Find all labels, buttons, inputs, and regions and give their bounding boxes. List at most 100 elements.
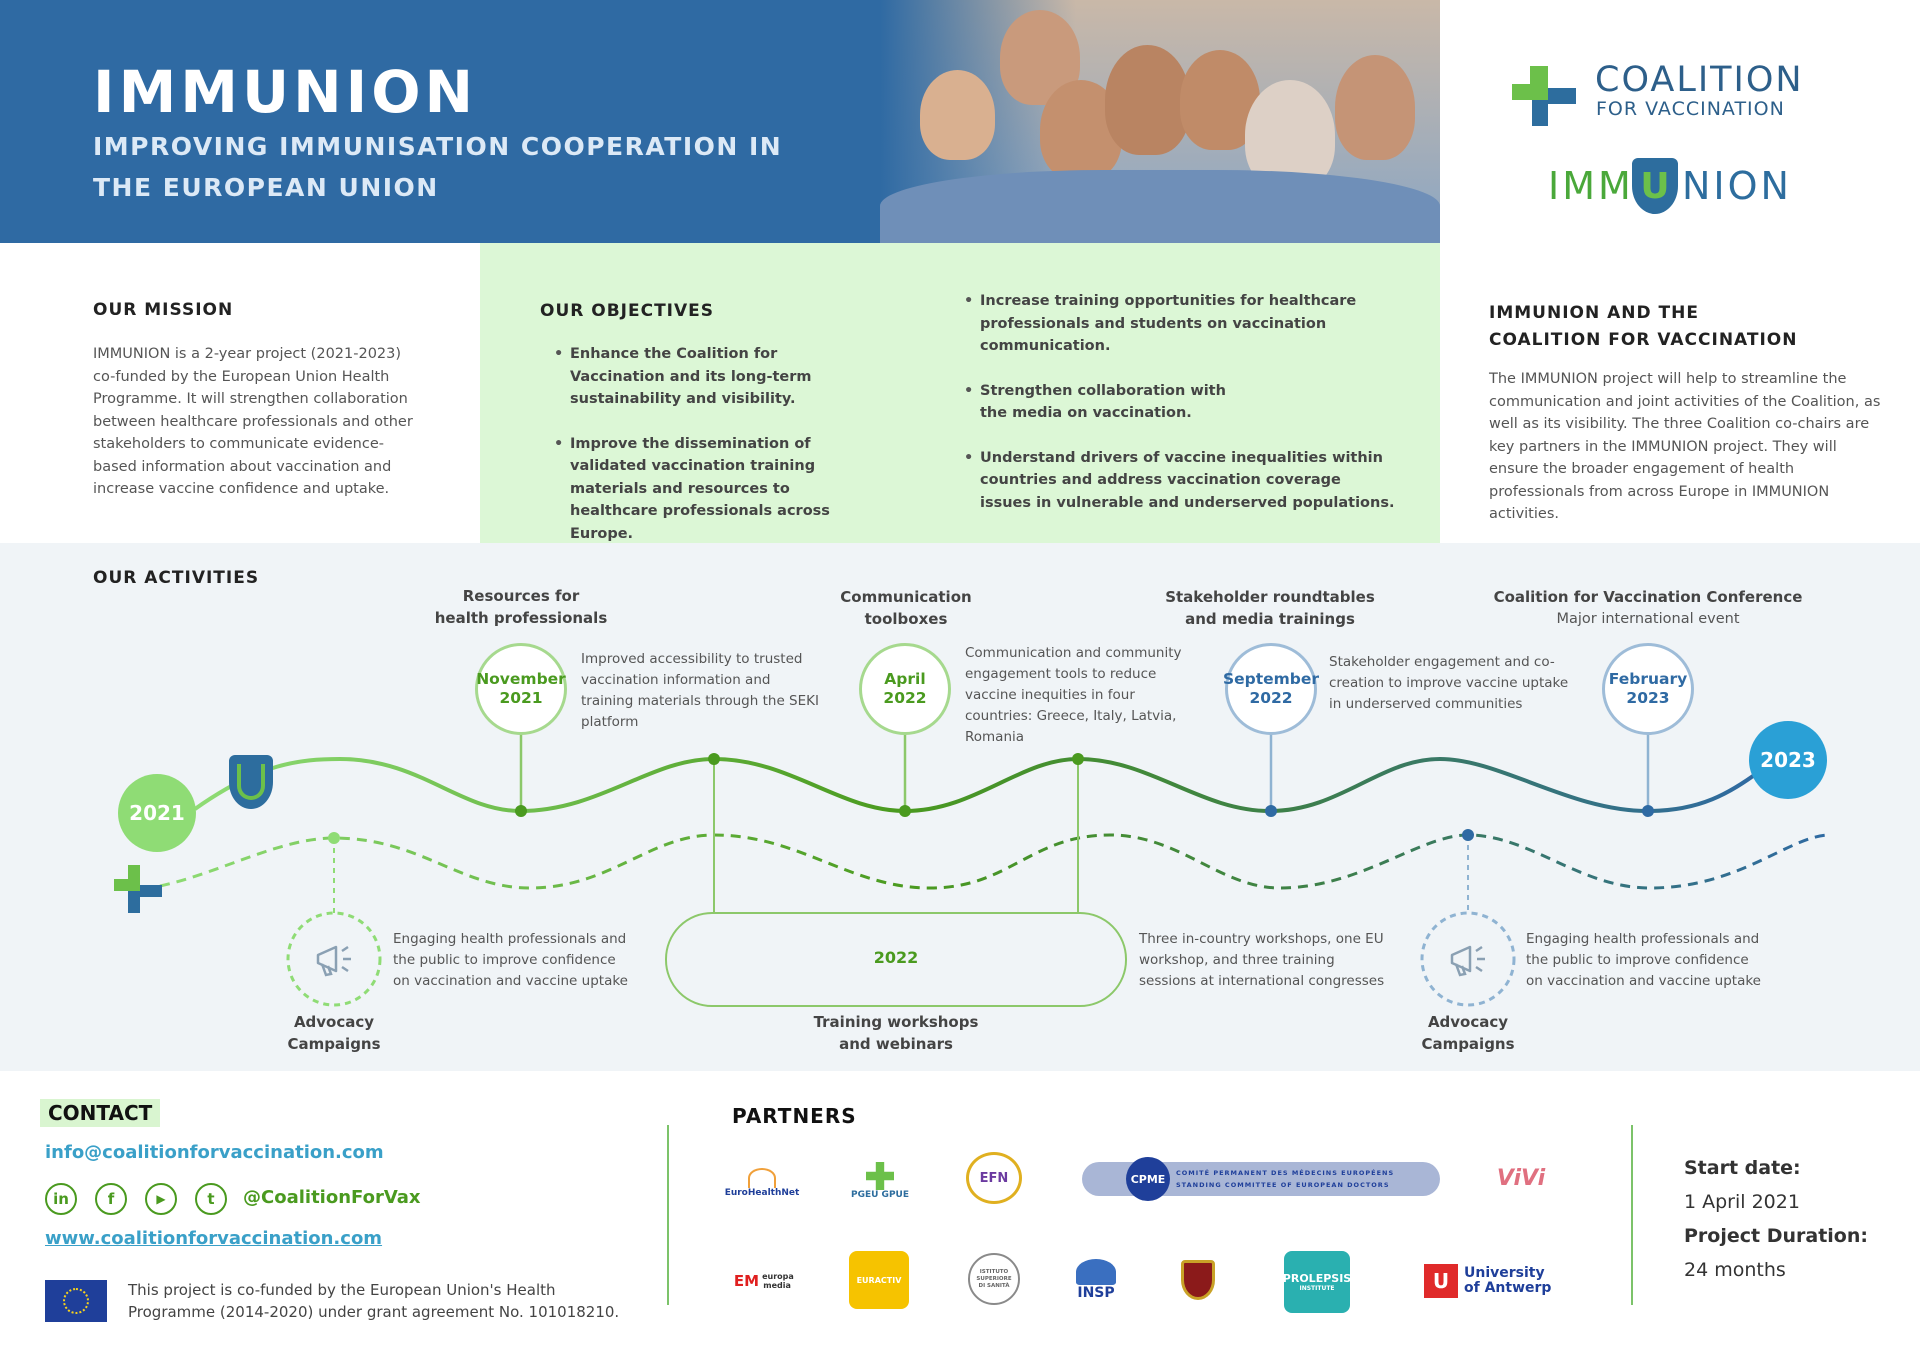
partner-logo-prolepsis[interactable]: PROLEPSIS INSTITUTE	[1282, 1251, 1352, 1313]
partner-logo-eurohealthnet[interactable]: EuroHealthNet	[722, 1160, 802, 1206]
youtube-icon[interactable]: ▶	[145, 1183, 177, 1215]
activity-title-line1: Advocacy	[293, 1013, 375, 1031]
partner-logo-pgeu[interactable]: PGEU GPUE	[845, 1155, 915, 1207]
date-month: September	[1222, 670, 1320, 688]
partner-logo-insp[interactable]: INSP	[1072, 1254, 1120, 1306]
activity-description: Three in-country workshops, one EU works…	[1139, 931, 1385, 989]
header-photo	[880, 0, 1440, 243]
partner-name: europa media	[762, 1272, 794, 1290]
partner-name: COMITÉ PERMANENT DES MÉDECINS EUROPÉENS	[1176, 1169, 1395, 1177]
page-subtitle: IMPROVING IMMUNISATION COOPERATION IN TH…	[93, 132, 783, 202]
mission-heading: OUR MISSION	[93, 300, 234, 320]
footer-divider	[1631, 1125, 1633, 1305]
activity-title: Resources for health professionals	[421, 585, 621, 629]
partner-name: PGEU GPUE	[850, 1190, 909, 1200]
logo-area: COALITION FOR VACCINATION IMM U NION	[1440, 0, 1920, 243]
footer-divider	[667, 1125, 669, 1305]
coalition-logo-line1: COALITION	[1595, 60, 1804, 100]
objective-item: Increase training opportunities for heal…	[956, 290, 1396, 358]
objectives-heading: OUR OBJECTIVES	[540, 301, 715, 321]
partner-logo-latvia-coat-of-arms[interactable]	[1172, 1252, 1224, 1308]
partner-logo-university-of-antwerp[interactable]: U University of Antwerp	[1424, 1262, 1556, 1300]
activities-panel: OUR ACTIVITIES 2021 20	[0, 543, 1920, 1071]
start-date-value: 1 April 2021	[1684, 1191, 1800, 1213]
partner-name: INSP	[1077, 1285, 1115, 1301]
objectives-left-list: Enhance the Coalition for Vaccination an…	[546, 343, 866, 567]
footer	[0, 1071, 1920, 1357]
activity-title-line2: toolboxes	[864, 610, 948, 628]
coalition-cross-icon	[114, 865, 162, 913]
activity-title: Coalition for Vaccination Conference Maj…	[1488, 586, 1808, 630]
twitter-icon[interactable]: t	[195, 1183, 227, 1215]
date-year: 2021	[499, 689, 543, 707]
objectives-right-list: Increase training opportunities for heal…	[956, 290, 1396, 536]
eu-funding-note: This project is co-funded by the Europea…	[128, 1281, 620, 1321]
activity-title: Advocacy Campaigns	[234, 1011, 434, 1055]
year-end-badge: 2023	[1749, 721, 1827, 799]
activity-subtitle: Major international event	[1556, 611, 1740, 627]
objective-item: Improve the dissemination of validated v…	[546, 433, 866, 546]
duration-value: 24 months	[1684, 1259, 1786, 1281]
immunion-logo-right: NION	[1682, 164, 1792, 208]
date-month: February	[1608, 670, 1688, 688]
activity-title: Communication toolboxes	[806, 586, 1006, 630]
contact-label: CONTACT	[40, 1099, 161, 1127]
immunion-shield-icon: U	[1632, 158, 1678, 214]
website-link[interactable]: www.coalitionforvaccination.com	[45, 1228, 383, 1249]
immunion-logo-left: IMM	[1548, 164, 1634, 208]
activity-description: Communication and community engagement t…	[965, 645, 1182, 745]
activity-description: Engaging health professionals and the pu…	[1526, 931, 1761, 989]
date-month: April	[884, 670, 926, 688]
activity-title-line1: Advocacy	[1427, 1013, 1509, 1031]
activity-title-line2: and webinars	[839, 1035, 953, 1053]
linkedin-icon[interactable]: in	[45, 1183, 77, 1215]
social-handle[interactable]: @CoalitionForVax	[243, 1187, 421, 1208]
activity-description: Engaging health professionals and the pu…	[393, 931, 628, 989]
objective-item: Enhance the Coalition for Vaccination an…	[546, 343, 866, 411]
project-info: Start date: 1 April 2021 Project Duratio…	[1684, 1151, 1868, 1287]
coalition-heading-line1: IMMUNION AND THE	[1489, 303, 1699, 323]
timeline-waves	[159, 729, 1831, 1007]
eu-flag-icon	[45, 1280, 107, 1322]
partner-logo-efn[interactable]: EFN	[966, 1152, 1022, 1204]
objective-item: Understand drivers of vaccine inequaliti…	[956, 447, 1396, 515]
facebook-icon[interactable]: f	[95, 1183, 127, 1215]
partner-logo-cpme[interactable]: CPME COMITÉ PERMANENT DES MÉDECINS EUROP…	[1082, 1157, 1440, 1201]
partner-name: CPME	[1126, 1157, 1170, 1201]
coalition-cross-icon	[1512, 66, 1576, 126]
objective-item: Strengthen collaboration with the media …	[956, 380, 1226, 425]
contact-email-link[interactable]: info@coalitionforvaccination.com	[45, 1142, 384, 1163]
activity-title-line1: Communication	[840, 588, 972, 606]
partner-logo-euractiv[interactable]: EURACTIV	[849, 1251, 909, 1309]
immunion-shield-letter: U	[1640, 165, 1670, 207]
mission-text: IMMUNION is a 2-year project (2021-2023)…	[93, 346, 413, 497]
activity-title-line2: and media trainings	[1185, 610, 1355, 628]
partner-name: EuroHealthNet	[724, 1188, 800, 1198]
partner-name: PROLEPSIS	[1282, 1272, 1352, 1285]
activity-title-line2: Campaigns	[287, 1035, 381, 1053]
partner-name: of Antwerp	[1464, 1280, 1552, 1296]
activity-title: Stakeholder roundtables and media traini…	[1150, 586, 1390, 630]
activity-title: Training workshops and webinars	[796, 1011, 996, 1055]
coalition-text: The IMMUNION project will help to stream…	[1489, 371, 1881, 522]
activity-title: Advocacy Campaigns	[1368, 1011, 1568, 1055]
activities-heading: OUR ACTIVITIES	[93, 568, 260, 588]
partner-logo-iss[interactable]: ISTITUTO SUPERIORE DI SANITÀ	[968, 1253, 1020, 1305]
date-month: November	[476, 670, 566, 688]
training-pill-year: 2022	[873, 948, 919, 967]
date-year: 2023	[1626, 689, 1670, 707]
activity-title-line1: Coalition for Vaccination Conference	[1493, 588, 1803, 606]
partners-heading: PARTNERS	[732, 1104, 857, 1128]
partner-logo-vivi[interactable]: ViVi	[1496, 1165, 1546, 1191]
activity-title-line2: Campaigns	[1421, 1035, 1515, 1053]
activity-title-line1: Resources for	[462, 587, 580, 605]
partner-name: University	[1464, 1265, 1545, 1281]
megaphone-icon	[316, 945, 351, 977]
duration-label: Project Duration:	[1684, 1225, 1868, 1247]
activity-title-line2: health professionals	[434, 609, 608, 627]
